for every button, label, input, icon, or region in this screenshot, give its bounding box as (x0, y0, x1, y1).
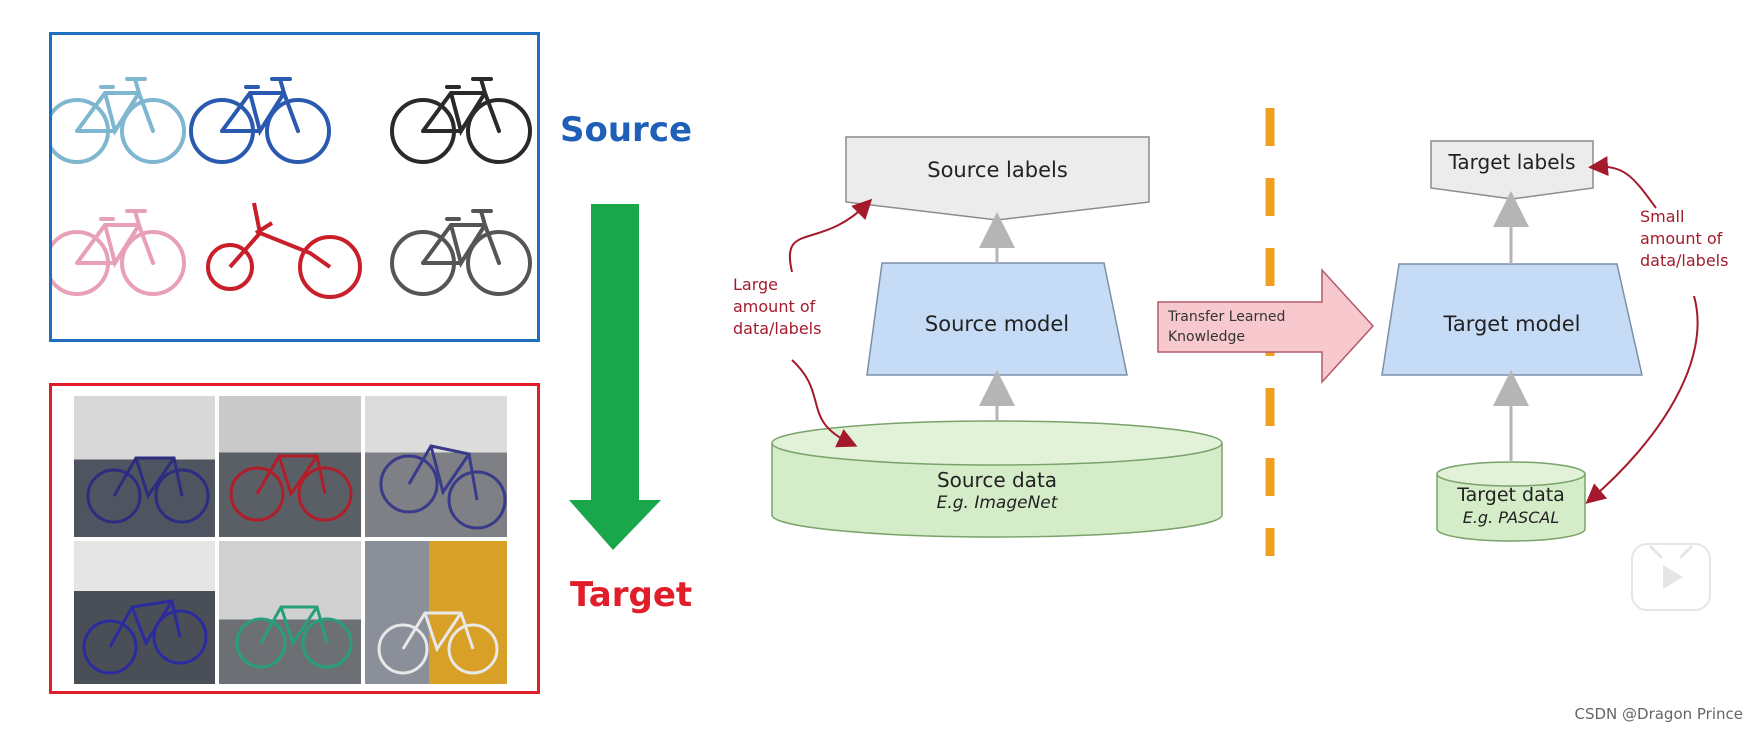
target-photo-3 (365, 396, 507, 537)
small-amount-line-1: Small (1640, 207, 1685, 226)
large-data-to-source-data-arrow (791, 359, 858, 448)
transfer-line-1: Transfer Learned (1168, 309, 1286, 325)
source-labels-text: Source labels (927, 158, 1068, 182)
target-data-text: Target data (1457, 484, 1565, 506)
target-photo-4 (74, 541, 215, 684)
small-amount-line-2: amount of (1640, 229, 1723, 248)
target-photo-2 (219, 396, 361, 537)
target-photo-6 (365, 541, 507, 684)
large-amount-line-3: data/labels (733, 319, 822, 338)
target-data-example-text: E.g. PASCAL (1462, 508, 1560, 527)
play-button[interactable] (1631, 543, 1711, 611)
source-model-text: Source model (924, 312, 1070, 336)
trike-icon (206, 202, 362, 299)
source-data-cylinder (771, 420, 1223, 538)
target-photo-1 (74, 396, 215, 537)
source-labels-box (845, 136, 1150, 221)
target-data-cylinder (1436, 461, 1586, 542)
transfer-line-2: Knowledge (1168, 329, 1245, 345)
watermark: CSDN @Dragon Prince (1574, 705, 1743, 723)
source-model-box (866, 262, 1128, 376)
source-label: Source (560, 110, 693, 150)
large-amount-line-1: Large (733, 275, 779, 294)
small-data-to-target-data-arrow (1585, 295, 1699, 504)
target-labels-box (1430, 140, 1594, 200)
transfer-text: Transfer Learned Knowledge (1168, 307, 1285, 347)
target-model-text: Target model (1443, 312, 1581, 336)
source-bike-images (44, 77, 532, 299)
target-labels-text: Target labels (1448, 150, 1576, 174)
small-data-to-labels-arrow (1588, 156, 1657, 209)
down-arrow-icon (569, 204, 661, 550)
source-data-example-text: E.g. ImageNet (936, 493, 1058, 513)
target-label: Target (570, 575, 693, 615)
large-amount-line-2: amount of (733, 297, 816, 316)
large-data-to-labels-arrow (788, 198, 873, 273)
play-icon (1649, 545, 1693, 589)
source-image-panel (44, 32, 540, 342)
small-amount-line-3: data/labels (1640, 251, 1729, 270)
target-model-box (1381, 263, 1643, 376)
source-data-text: Source data (936, 468, 1058, 492)
target-image-panel (49, 383, 540, 694)
transfer-arrow (1157, 268, 1375, 384)
target-photo-5 (219, 541, 361, 684)
large-amount-annotation: Large amount of data/labels (733, 274, 821, 340)
small-amount-annotation: Small amount of data/labels (1640, 206, 1728, 272)
